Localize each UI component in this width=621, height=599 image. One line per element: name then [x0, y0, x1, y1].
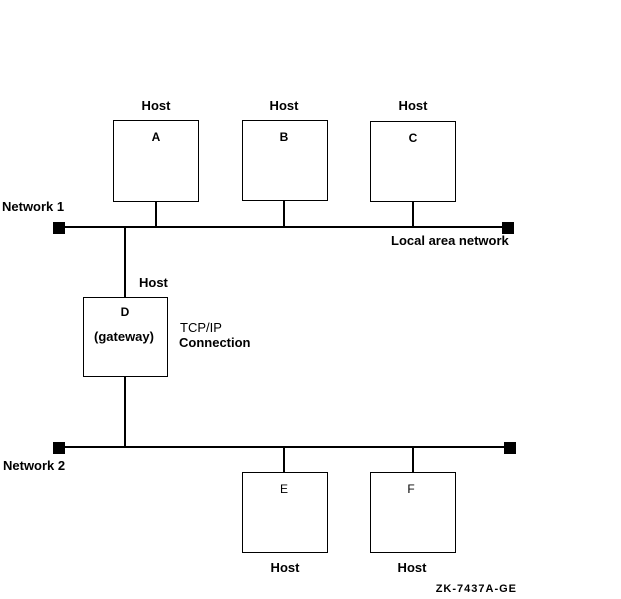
host-a-label: Host	[141, 98, 171, 113]
host-d-letter: D	[120, 305, 130, 319]
host-f-label: Host	[397, 560, 427, 575]
host-f-connector-line	[412, 447, 414, 472]
gateway-role-label: (gateway)	[94, 329, 154, 344]
host-d-gateway-box	[83, 297, 168, 377]
host-e-box	[242, 472, 328, 553]
host-b-label: Host	[269, 98, 299, 113]
host-d-label: Host	[139, 275, 168, 290]
host-b-letter: B	[279, 130, 289, 144]
host-a-letter: A	[151, 130, 161, 144]
network2-label: Network 2	[3, 458, 66, 473]
host-b-connector-line	[283, 201, 285, 227]
host-a-connector-line	[155, 202, 157, 227]
host-e-label: Host	[270, 560, 300, 575]
tcpip-label: TCP/IP	[180, 320, 222, 335]
host-a-box	[113, 120, 199, 202]
host-c-letter: C	[408, 131, 418, 145]
gateway-upper-connector-line	[124, 228, 126, 297]
gateway-lower-connector-line	[124, 377, 126, 447]
host-e-letter: E	[279, 482, 289, 496]
network1-label: Network 1	[2, 199, 65, 214]
host-c-connector-line	[412, 202, 414, 227]
host-c-label: Host	[398, 98, 428, 113]
local-area-network-label: Local area network	[391, 233, 509, 248]
host-f-letter: F	[407, 482, 415, 496]
network1-right-terminator-square	[502, 222, 514, 234]
figure-code: ZK-7437A-GE	[435, 583, 517, 595]
host-c-box	[370, 121, 456, 202]
network2-right-terminator-square	[504, 442, 516, 454]
host-b-box	[242, 120, 328, 201]
host-e-connector-line	[283, 447, 285, 472]
network1-bus-line	[59, 226, 509, 228]
network1-left-terminator-square	[53, 222, 65, 234]
network2-left-terminator-square	[53, 442, 65, 454]
host-f-box	[370, 472, 456, 553]
connection-label: Connection	[179, 335, 251, 350]
